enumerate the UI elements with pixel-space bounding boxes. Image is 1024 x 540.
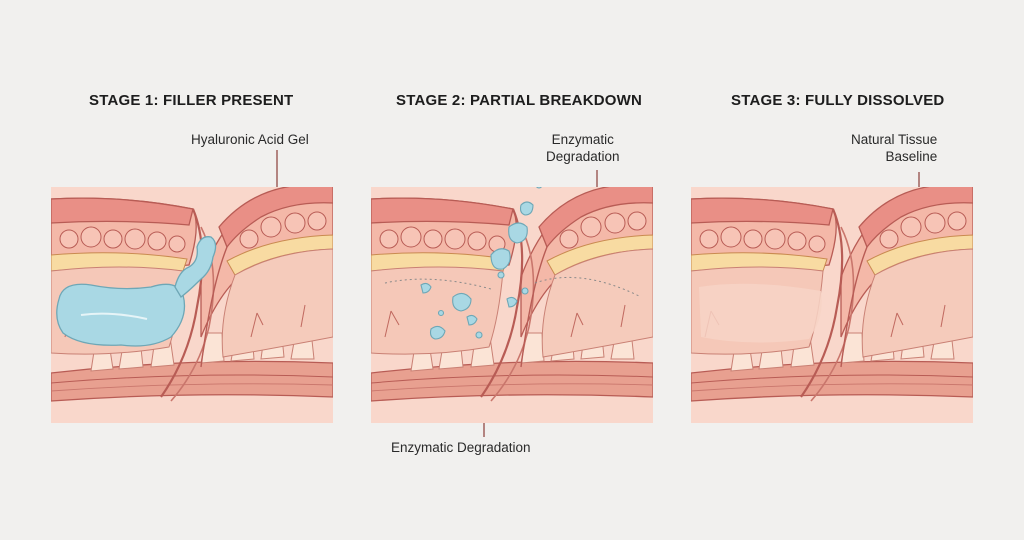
tissue-diagram-stage-1	[51, 187, 333, 423]
callout-line-1: Natural Tissue	[851, 132, 938, 147]
restored-tissue-fill	[699, 283, 822, 343]
gel-fragments	[420, 187, 542, 340]
callout-natural-tissue-baseline: Natural Tissue Baseline	[851, 131, 937, 165]
panel-stage-1	[51, 187, 333, 423]
callout-hyaluronic-acid-gel: Hyaluronic Acid Gel	[191, 132, 309, 147]
panel-stage-3	[691, 187, 973, 423]
callout-enzymatic-degradation-top: Enzymatic Degradation	[546, 131, 620, 165]
callout-enzymatic-degradation-bottom: Enzymatic Degradation	[391, 440, 531, 455]
callout-line-2: Baseline	[885, 149, 938, 164]
stage-1-title: STAGE 1: FILLER PRESENT	[89, 92, 294, 109]
callout-line-2: Degradation	[546, 149, 620, 164]
tissue-diagram-stage-3	[691, 187, 973, 423]
tissue-diagram-stage-2	[371, 187, 653, 423]
panel-stage-2	[371, 187, 653, 423]
callout-line-1: Enzymatic	[551, 132, 614, 147]
stage-3-title: STAGE 3: FULLY DISSOLVED	[731, 92, 945, 109]
stage-2-title: STAGE 2: PARTIAL BREAKDOWN	[396, 92, 643, 109]
